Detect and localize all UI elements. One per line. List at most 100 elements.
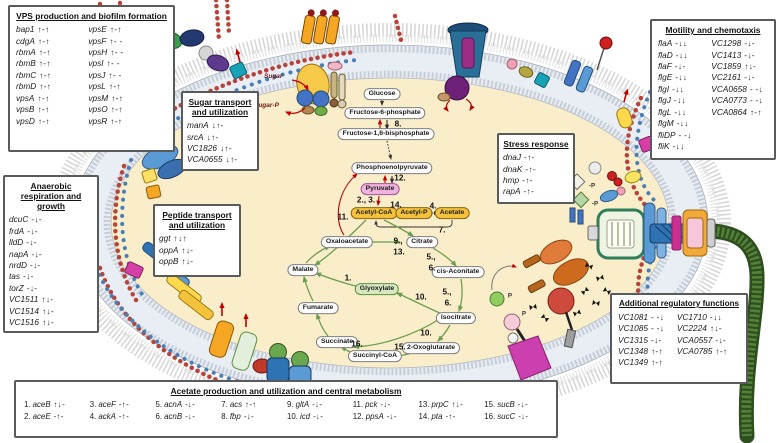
box-title: Motility and chemotaxis [665, 25, 761, 35]
membrane-proteins-bottom [208, 301, 312, 391]
gene-entry: VC1081- -↓ [618, 311, 665, 322]
outer-membrane-transporter [300, 9, 340, 45]
gene-entry: 9.gltA-↓- [287, 400, 323, 410]
gene-entry: fliDP- -↓ [658, 129, 692, 140]
regulatory-functions-box: Additional regulatory functions VC1081- … [610, 293, 748, 384]
gene-entry: fliK-↓↓ [658, 141, 685, 152]
gene-entry: VCA0785↑-↑ [676, 346, 728, 357]
gene-entry: 5.acnA-↓- [155, 400, 196, 410]
flagellum [704, 223, 765, 443]
gene-entry: 2.aceE-↑- [24, 411, 64, 421]
box-title: VPS production and biofilm formation [16, 11, 167, 21]
flagellar-motor [587, 202, 716, 264]
gene-entry: napA-↓- [9, 248, 42, 259]
gene-entry: 1.aceB↑↓- [24, 400, 66, 410]
gene-entry: dcuC-↓- [9, 214, 42, 225]
gene-entry: vpsM↑-↑ [88, 92, 124, 103]
box-title: Peptide transport and utilization [162, 210, 232, 231]
anaerobic-respiration-box: Anaerobic respiration and growth dcuC-↓-… [3, 175, 99, 333]
gene-entry: srcA↓↑- [187, 131, 219, 142]
gene-entry: oppB↑↓- [159, 256, 194, 267]
gene-entry: flgJ-↓↓ [658, 95, 686, 106]
gene-entry: 16.sucC-↓- [484, 411, 529, 421]
sugar-p-label: Sugar-P [254, 102, 279, 109]
gene-entry: 6.acnB-↓- [155, 411, 196, 421]
box-title: Acetate production and utilization and c… [170, 386, 402, 396]
gene-entry: VCA0773- -↓ [711, 95, 764, 106]
gene-entry: vpsO↑-↑ [88, 104, 123, 115]
gene-entry: rapA-↑- [503, 186, 535, 197]
gene-entry: VC1085- -↓ [618, 323, 665, 334]
gene-entry: VCA0864↑-↑ [711, 106, 762, 117]
gene-entry: VC1315-↓- [618, 334, 662, 345]
gene-entry: 13.prpC↑↓- [418, 400, 464, 410]
peptide-transport-box: Peptide transport and utilization ggt↑↓↑… [153, 204, 241, 277]
gene-entry: VCA0658- -↓ [711, 83, 764, 94]
gene-entry: cdgA↑-↑ [16, 35, 50, 46]
gene-entry: 10.icd-↓- [287, 411, 324, 421]
gene-entry: rbmA↑-↑ [16, 46, 51, 57]
vps-biofilm-box: VPS production and biofilm formation bap… [8, 5, 175, 152]
gene-entry: vpsA↑-↑ [16, 92, 50, 103]
gene-entry: manA↓↑- [187, 120, 224, 131]
gene-entry: vpsI↑- - [88, 58, 120, 69]
gene-entry: VC2224↑↓- [676, 323, 722, 334]
gene-entry: VC1710-↓↓ [676, 311, 722, 322]
gene-entry: ggt↑↓↑ [159, 233, 187, 244]
gene-entry: hmp-↑- [503, 174, 533, 185]
gene-entry: VC1413-↓- [711, 49, 755, 60]
gene-entry: flaF-↓- [658, 60, 686, 71]
gene-entry: 14.pta-↑- [418, 411, 456, 421]
gene-entry: flaD-↓↓ [658, 49, 688, 60]
gene-entry: VC2161-↓- [711, 72, 755, 83]
sugar-transport-box: Sugar transport and utilization manA↓↑-s… [181, 91, 259, 171]
gene-entry: VCA0557-↓- [676, 334, 726, 345]
gene-entry: frdA-↓- [9, 225, 38, 236]
gene-entry: 11.pck-↓- [352, 400, 391, 410]
sugar-label: Sugar [264, 73, 283, 80]
gene-entry: 8.fbp-↓- [221, 411, 254, 421]
gene-entry: VC1826↓↑- [187, 143, 232, 154]
gene-entry: rbmB↑-↑ [16, 58, 51, 69]
box-title: Stress response [503, 139, 569, 149]
gene-entry: 15.sucB-↓- [484, 400, 528, 410]
gene-entry: 12.ppsA-↓- [352, 411, 397, 421]
gene-entry: VC1511↑↓- [9, 294, 54, 305]
gene-entry: vpsB↑-↑ [16, 104, 50, 115]
membrane-proteins-right [506, 36, 656, 153]
box-title: Anaerobic respiration and growth [20, 181, 82, 212]
gene-entry: flgM-↓↓ [658, 118, 689, 129]
gene-entry: VC1298-↓- [711, 38, 755, 49]
gene-entry: vpsJ↑- - [88, 69, 122, 80]
gene-entry: flgE-↓↓ [658, 72, 688, 83]
gene-entry: vpsE↑-↑ [88, 24, 122, 35]
gene-entry: torZ-↓- [9, 282, 38, 293]
gene-entry: oppA↑↓- [159, 244, 194, 255]
gene-entry: lldD-↓- [9, 237, 37, 248]
gene-entry: vpsD↑-↑ [16, 115, 50, 126]
box-title: Sugar transport and utilization [188, 97, 252, 118]
gene-entry: 3.aceF-↑- [89, 400, 129, 410]
gene-entry: rbmD↑-↑ [16, 81, 52, 92]
motility-chemotaxis-box: Motility and chemotaxis flaA-↓↓flaD-↓↓fl… [650, 19, 776, 160]
gene-entry: vpsL↑-↑ [88, 81, 121, 92]
gene-entry: dnaJ-↑- [503, 152, 535, 163]
gene-entry: flaA-↓↓ [658, 38, 688, 49]
gene-entry: VC1349↑-↑ [618, 357, 663, 368]
gene-entry: VC1348↑-↑ [618, 346, 663, 357]
gene-entry: vpsR↑-↑ [88, 115, 123, 126]
gene-entry: vpsF↑- - [88, 35, 123, 46]
acetate-metabolism-box: Acetate production and utilization and c… [14, 380, 558, 438]
gene-entry: 7.acs↑-↑ [221, 400, 257, 410]
gene-entry: dnaK-↑- [503, 163, 536, 174]
gene-entry: VC1514↑↓- [9, 305, 54, 316]
chemotaxis-cluster [489, 161, 642, 381]
gene-entry: nrdD-↓- [9, 259, 41, 270]
gene-entry: bap1↑-↑ [16, 24, 50, 35]
gene-entry: vpsH↑- - [88, 46, 124, 57]
gene-entry: 4.ackA-↑- [89, 411, 129, 421]
gene-entry: flgI-↓↓ [658, 83, 685, 94]
secretion-complex [437, 22, 489, 112]
gene-entry: VCA0655↓↑- [187, 154, 238, 165]
